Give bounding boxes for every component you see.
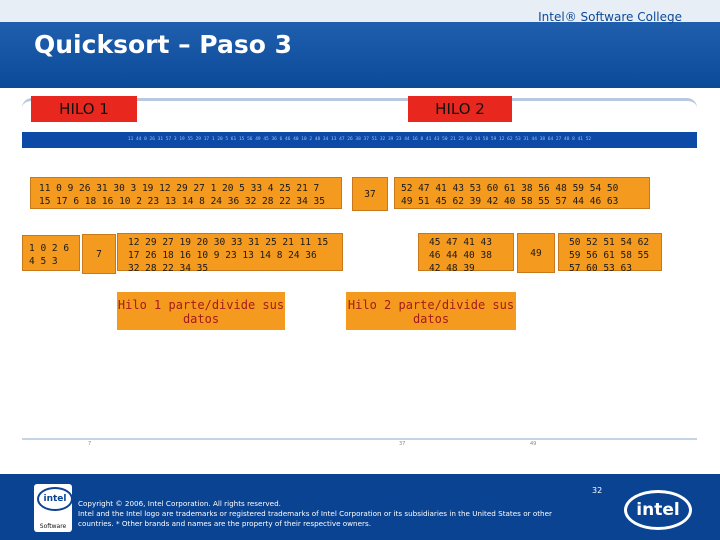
sub-far-right-box: 50 52 51 54 62 59 56 61 58 55 57 60 53 6… [558, 233, 662, 274]
page-number: 32 [592, 486, 603, 495]
intel-logo-icon: intel [624, 490, 692, 530]
trademark-line: Intel and the Intel logo are trademarks … [78, 509, 552, 528]
hilo1-label: HILO 1 [31, 96, 137, 122]
pivot-box: 37 [352, 177, 388, 211]
box-line: 32 28 22 34 35 [128, 263, 209, 274]
box-line: 49 51 45 62 39 42 40 58 55 57 44 46 63 [401, 196, 619, 207]
hilo2-label: HILO 2 [408, 96, 512, 122]
software-label: Software [39, 523, 67, 530]
footer [0, 474, 720, 540]
brand-text: Intel® Software College [538, 10, 682, 24]
intel-logo-ring: intel [37, 487, 73, 511]
intel-software-logo: intel Software [34, 484, 73, 532]
pivot-left-box: 7 [82, 234, 116, 274]
bottom-label-7: 7 [88, 441, 92, 447]
bottom-label-49: 49 [530, 441, 537, 447]
box-line: 17 26 18 16 10 9 23 13 14 8 24 36 [128, 250, 317, 261]
box-line: 52 47 41 43 53 60 61 38 56 48 59 54 50 [401, 183, 619, 194]
sub-mid-left-box: 12 29 27 19 20 30 33 31 25 21 11 15 17 2… [117, 233, 343, 274]
sub-left-box: 1 0 2 6 4 5 3 [22, 235, 80, 271]
box-line: 46 44 40 38 [429, 250, 492, 261]
box-line: 12 29 27 19 20 30 33 31 25 21 11 15 [128, 237, 329, 248]
note-hilo2: Hilo 2 parte/divide sus datos [346, 292, 516, 330]
box-line: 11 0 9 26 31 30 3 19 12 29 27 1 20 5 33 … [39, 183, 320, 194]
sub-mid-right-box: 45 47 41 43 46 44 40 38 42 48 39 [418, 233, 514, 274]
box-line: 15 17 6 18 16 10 2 23 13 14 8 24 36 32 2… [39, 196, 325, 207]
header-band [0, 0, 720, 102]
bottom-timeline [22, 438, 697, 452]
copyright-text: Copyright © 2006, Intel Corporation. All… [78, 499, 588, 529]
page-title: Quicksort – Paso 3 [34, 30, 292, 59]
box-line: 4 5 3 [29, 256, 58, 267]
box-line: 45 47 41 43 [429, 237, 492, 248]
bottom-label-37: 37 [399, 441, 406, 447]
copyright-line: Copyright © 2006, Intel Corporation. All… [78, 499, 281, 508]
box-line: 57 60 53 63 [569, 263, 632, 274]
box-line: 50 52 51 54 62 [569, 237, 650, 248]
box-line: 59 56 61 58 55 [569, 250, 650, 261]
thread-bar [22, 98, 697, 113]
intel-logo: intel [624, 490, 694, 530]
box-line: 1 0 2 6 [29, 243, 70, 254]
partition-right-box: 52 47 41 43 53 60 61 38 56 48 59 54 50 4… [394, 177, 650, 209]
pivot-right-box: 49 [517, 233, 555, 273]
array-strip: 11 44 0 26 31 57 3 19 55 29 17 1 20 5 61… [22, 132, 697, 148]
partition-left-box: 11 0 9 26 31 30 3 19 12 29 27 1 20 5 33 … [30, 177, 342, 209]
note-hilo1: Hilo 1 parte/divide sus datos [117, 292, 285, 330]
box-line: 42 48 39 [429, 263, 475, 274]
